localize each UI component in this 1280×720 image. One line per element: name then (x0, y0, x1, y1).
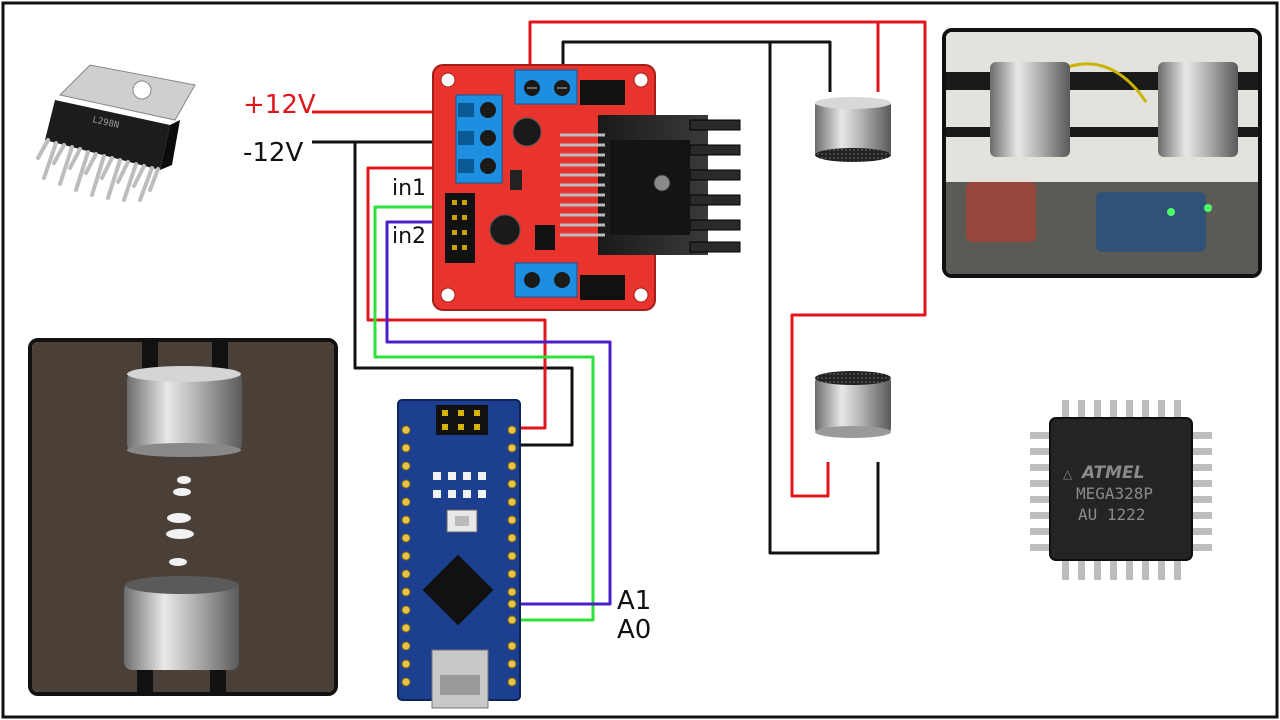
label-in1: in1 (392, 176, 427, 201)
label-plus-12v: +12V (243, 90, 316, 120)
transducer-top (815, 97, 891, 162)
label-a1: A1 (617, 586, 652, 616)
atmega-batch-text: AU 1222 (1078, 505, 1145, 524)
svg-text:△: △ (1063, 467, 1073, 481)
wire-in1-a0 (373, 205, 595, 622)
arduino-nano-board (397, 399, 521, 709)
terminal-power (455, 94, 503, 184)
label-minus-12v: -12V (243, 138, 304, 168)
photo-levitation (28, 338, 338, 696)
label-in2: in2 (392, 224, 427, 249)
wire-in2-a1 (385, 220, 612, 606)
terminal-out1 (514, 69, 578, 105)
l298-chip: L298N (36, 64, 196, 202)
terminal-out2 (514, 262, 578, 298)
wire-5v-nano (366, 166, 547, 430)
transducer-bottom (815, 371, 891, 438)
atmega328p-chip: △ ATMEL MEGA328P AU 1222 (1030, 400, 1212, 580)
wire-out1-black-t2 (768, 42, 880, 555)
wire-ground-nano (353, 142, 574, 447)
l298n-driver-board (432, 64, 741, 311)
label-a0: A0 (617, 615, 652, 645)
atmega-model-text: MEGA328P (1076, 484, 1153, 503)
wire-out1-red (528, 20, 927, 498)
atmel-logo-text: ATMEL (1080, 463, 1145, 483)
photo-transducer-pair (942, 28, 1262, 278)
wire-out1-black (561, 40, 832, 92)
